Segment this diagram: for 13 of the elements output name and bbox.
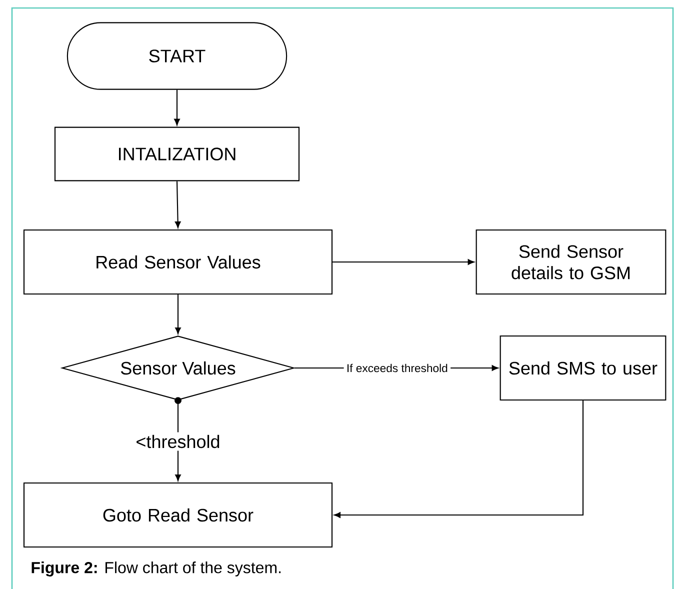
process-box: Send SMS to user: [500, 335, 666, 401]
arrow: [175, 294, 181, 334]
caption: Figure 2: Flow chart of the system.: [32, 562, 281, 576]
arrow: [334, 400, 584, 518]
process-box: Send Sensor details to GSM: [476, 229, 666, 295]
arrow: [174, 90, 180, 126]
edge-label: <threshold: [133, 432, 223, 451]
edge-label: If exceeds threshold: [344, 361, 451, 375]
arrow: [174, 181, 181, 228]
arrow: [332, 259, 474, 265]
process-box: Goto Read Sensor: [23, 482, 333, 548]
process-box: Read Sensor Values: [23, 229, 333, 295]
process-box: INTALIZATION: [54, 126, 300, 182]
